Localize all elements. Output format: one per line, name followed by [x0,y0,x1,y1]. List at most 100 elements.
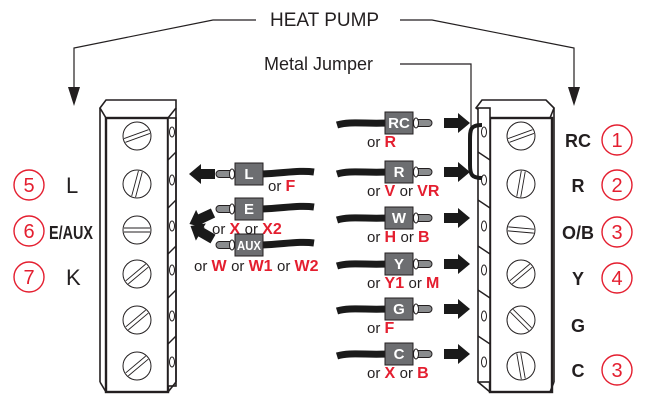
wire-cable [335,350,387,360]
left-terminal-e-aux: 6 E/AUX [13,215,93,247]
wire-cable [335,260,387,270]
screw-slot [123,129,149,139]
block-edge [99,381,107,393]
arrow-right-icon [444,113,470,133]
block-side-strip [477,107,491,383]
heat-pump-arrow-right-icon [568,87,580,106]
arrow-right-icon [444,254,470,274]
terminal-number: 6 [23,221,34,243]
alternative-terminal: B [417,365,429,382]
wire-alternatives: or F [268,178,296,195]
or-word: or [231,258,249,275]
screw-slot [509,263,530,282]
screw-icon [506,169,536,199]
screw-slot [125,263,146,282]
screw-icon [122,169,152,199]
terminal-number: 5 [23,175,34,197]
screw-slot [128,358,149,377]
or-word: or [277,258,295,275]
wire-alternatives: or X or X2 [212,221,282,238]
or-word: or [212,221,230,238]
wire-alternatives: or H or B [367,229,430,246]
screw-icon [122,259,152,289]
screw-slot [520,171,526,198]
terminal-label: E/AUX [49,223,93,243]
alternative-terminal: W2 [295,258,319,275]
alternative-terminal: F [385,320,395,337]
wire-alternatives: or R [367,134,397,151]
wire-alternatives: or X or B [367,365,429,382]
arrow-right-icon [444,299,470,319]
screw-icon [122,351,152,381]
wire-hole-icon [481,220,487,232]
screw-slot [125,133,151,143]
terminal-number: 2 [611,175,622,197]
or-word: or [367,183,385,200]
metal-jumper-leader [400,63,472,130]
screw-slot [128,312,149,331]
terminal-number-badge [13,215,45,247]
screw-icon [122,305,152,335]
wire-hole-icon [481,174,487,186]
alternative-terminal: R [385,134,397,151]
terminal-number: 3 [611,360,622,382]
right-terminal-block [474,99,555,394]
heat-pump-title: HEAT PUMP [270,10,379,31]
right-wires: RC or R Ror V or VR Wor H or B Yor Y1 or … [335,111,470,382]
strip-divider [167,151,177,161]
or-word: or [268,178,286,195]
wire-hole-icon [481,356,487,368]
arrow-right-icon [444,344,470,364]
screw-icon [122,121,152,151]
screw-icon [506,351,536,381]
alternative-terminal: V [385,183,400,200]
screw-slot [507,129,533,139]
wire-tag-label: AUX [237,238,261,253]
arrow-angled-icon [189,208,216,228]
strip-divider [167,199,177,209]
wire-crimp [413,212,419,224]
terminal-label: K [66,265,81,290]
strip-divider [477,335,491,345]
block-top [99,99,177,119]
screw-icon [506,215,536,245]
strip-divider [477,289,491,299]
arrow-shape [190,223,216,244]
wire-tag-label: W [392,210,407,227]
terminal-number-badge [601,354,633,386]
or-word: or [400,183,418,200]
terminal-number-badge [601,124,633,156]
arrow-shape [189,208,216,228]
terminal-label: L [66,173,78,198]
wire-hole-icon [169,174,175,186]
or-word: or [367,229,385,246]
alternative-terminal: M [426,275,439,292]
or-word: or [401,229,419,246]
screw-slot [135,171,143,198]
or-word: or [400,365,418,382]
arrow-left-icon [189,164,215,184]
wire-crimp [413,348,419,360]
right-wire-c: Cor X or B [335,342,470,382]
or-word: or [409,275,427,292]
wire-hole-icon [169,126,175,138]
wire-tag-label: R [394,164,405,181]
screw-icon [506,121,536,151]
terminal-number-badge [13,261,45,293]
wire-tag-label: Y [394,256,404,273]
left-wire-l: Lor F [189,162,315,195]
right-wire-r: Ror V or VR [335,160,470,200]
wire-alternatives: or Y1 or M [367,275,439,292]
alternative-terminal: F [286,178,296,195]
screw-slot [516,353,522,380]
wire-crimp [229,203,235,215]
screw-slot [512,309,532,329]
wire-tag-label: RC [388,115,410,132]
